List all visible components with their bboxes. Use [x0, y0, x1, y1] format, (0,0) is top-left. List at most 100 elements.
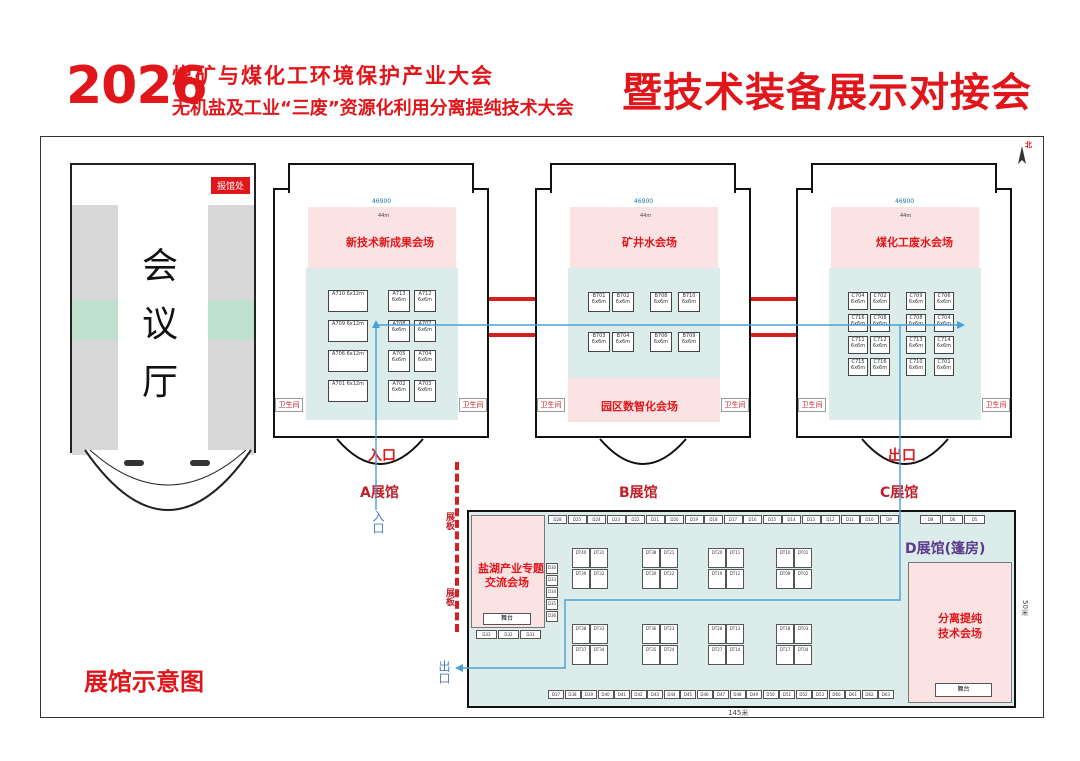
booth-a: A713 6x6m [388, 290, 410, 312]
booth-a: A701 6x12m [328, 380, 368, 402]
header-right-title: 暨技术装备展示对接会 [622, 70, 1032, 116]
conference-hall-label-3: 厅 [142, 362, 179, 403]
booth-b: B702 6x6m [612, 292, 634, 312]
booth-d-left: D30 [546, 563, 558, 574]
header-line-2: 无机盐及工业“三废”资源化利用分离提纯技术大会 [172, 98, 574, 119]
hall-c-door [861, 438, 949, 465]
booth-d-bottom: D46 [696, 690, 713, 699]
booth-d-left-bottom: D32 [498, 630, 519, 639]
conference-hall-label-2: 议 [142, 304, 179, 345]
booth-d-island: DT35 [642, 645, 660, 665]
booth-d-island: DT30 [642, 569, 660, 589]
booth-d-island: DT17 [776, 645, 794, 665]
booth-d-island: DT12 [726, 569, 744, 589]
booth-d-bottom: D53 [812, 690, 828, 699]
hall-b-inner-dim: 44m [640, 213, 652, 219]
hall-d-left-stage: 舞台 [483, 613, 531, 625]
booth-d-top: D9 [879, 515, 899, 524]
hall-b-zone-2 [568, 378, 720, 422]
booth-c: C716 6x6m [870, 358, 890, 376]
north-arrow-icon [1018, 146, 1026, 164]
booth-d-island: DT37 [572, 645, 590, 665]
map-frame [40, 136, 1044, 718]
hall-d-left-zone-label-1: 盐湖产业专题 [478, 562, 544, 575]
hall-a-zone-label: 新技术新成果会场 [346, 236, 434, 249]
booth-d-bottom: D37 [548, 690, 564, 699]
booth-d-top: D28 [548, 515, 567, 524]
booth-d-top: D13 [801, 515, 821, 524]
booth-d-island: DT40 [572, 548, 590, 568]
booth-d-island: DT20 [708, 548, 726, 568]
conference-hall: 报馆处 会 议 厅 [70, 163, 256, 455]
booth-b: B704 6x6m [612, 332, 634, 352]
booth-d-island: DT33 [590, 624, 608, 644]
header-line-1: 煤矿与煤化工环境保护产业大会 [172, 64, 494, 88]
booth-d-island: DT01 [794, 548, 812, 568]
booth-c: C708 6x6m [906, 314, 926, 332]
booth-d-island: DT38 [642, 548, 660, 568]
registration-badge: 报馆处 [210, 177, 250, 194]
hall-b-zone-label-2: 园区数智化会场 [601, 400, 678, 413]
hall-d-right-zone [908, 562, 1012, 703]
booth-c: C711 6x6m [848, 336, 868, 354]
booth-d-top: D24 [587, 515, 606, 524]
booth-d-island: DT28 [708, 624, 726, 644]
hall-d-height: 50米 [1021, 600, 1029, 616]
booth-d-bottom: D60 [828, 690, 845, 699]
booth-d-island: DT03 [794, 624, 812, 644]
hall-a-wc-left: 卫生间 [275, 398, 303, 412]
booth-d-bottom: D43 [647, 690, 663, 699]
booth-a: A710 6x12m [328, 290, 368, 312]
hall-d-width: 145米 [728, 709, 749, 717]
booth-d-island: DT23 [660, 624, 678, 644]
hall-c-wc-left: 卫生间 [798, 398, 826, 412]
booth-a: A709 6x12m [328, 320, 368, 342]
hall-b-zone-label: 矿井水会场 [622, 236, 677, 249]
booth-d-island: DT18 [776, 624, 794, 644]
booth-d-bottom: D41 [614, 690, 630, 699]
booth-d-top: D19 [684, 515, 704, 524]
booth-c: C704 6x6m [934, 314, 954, 332]
hall-b-wc-left: 卫生间 [537, 398, 565, 412]
booth-a: A702 6x6m [388, 380, 410, 402]
booth-d-top: D18 [704, 515, 723, 524]
booth-d-bottom: D39 [581, 690, 597, 699]
booth-d-island: DT36 [642, 624, 660, 644]
booth-c: C701 6x6m [934, 358, 954, 376]
conference-hall-label-1: 会 [142, 246, 179, 287]
hall-d-panel-1: 展板 [444, 512, 454, 530]
booth-c: C709 6x6m [906, 292, 926, 310]
booth-d-top: D16 [743, 515, 762, 524]
hall-d-left-zone-label-2: 交流会场 [485, 576, 529, 589]
conference-hall-arc [84, 449, 252, 511]
booth-d-top: D20 [665, 515, 684, 524]
hall-b-name: B展馆 [619, 485, 658, 501]
hall-c-zone [831, 207, 979, 269]
hall-b-top [550, 163, 736, 193]
booth-a: A704 6x6m [414, 350, 436, 372]
booth-d-island: DT04 [794, 645, 812, 665]
booth-d-bottom: D45 [680, 690, 696, 699]
hall-d-right-zone-label-1: 分离提纯 [938, 612, 982, 625]
hall-a-door [336, 438, 424, 465]
booth-d-bottom: D40 [597, 690, 614, 699]
hall-d-red-dash [455, 462, 459, 632]
hall-d-left-zone [471, 515, 545, 628]
outer-exit-label: 出口 [437, 660, 451, 684]
booth-d-right: D8 [920, 515, 941, 524]
hall-c-inner-dim: 44m [900, 213, 912, 219]
hall-d-right-stage: 舞台 [935, 683, 992, 697]
booth-b: B708 6x6m [650, 292, 672, 312]
booth-d-left: D33 [546, 575, 558, 586]
booth-d-top: D22 [626, 515, 645, 524]
hall-a-entrance: 入口 [368, 448, 396, 464]
north-label: 北 [1025, 141, 1032, 149]
booth-b: B701 6x6m [588, 292, 610, 312]
booth-b: B703 6x6m [588, 332, 610, 352]
booth-d-bottom: D63 [878, 690, 894, 699]
booth-d-top: D12 [821, 515, 840, 524]
hall-c-zone-label: 煤化工废水会场 [876, 236, 953, 249]
booth-d-island: DT19 [708, 569, 726, 589]
booth-d-bottom: D49 [746, 690, 762, 699]
